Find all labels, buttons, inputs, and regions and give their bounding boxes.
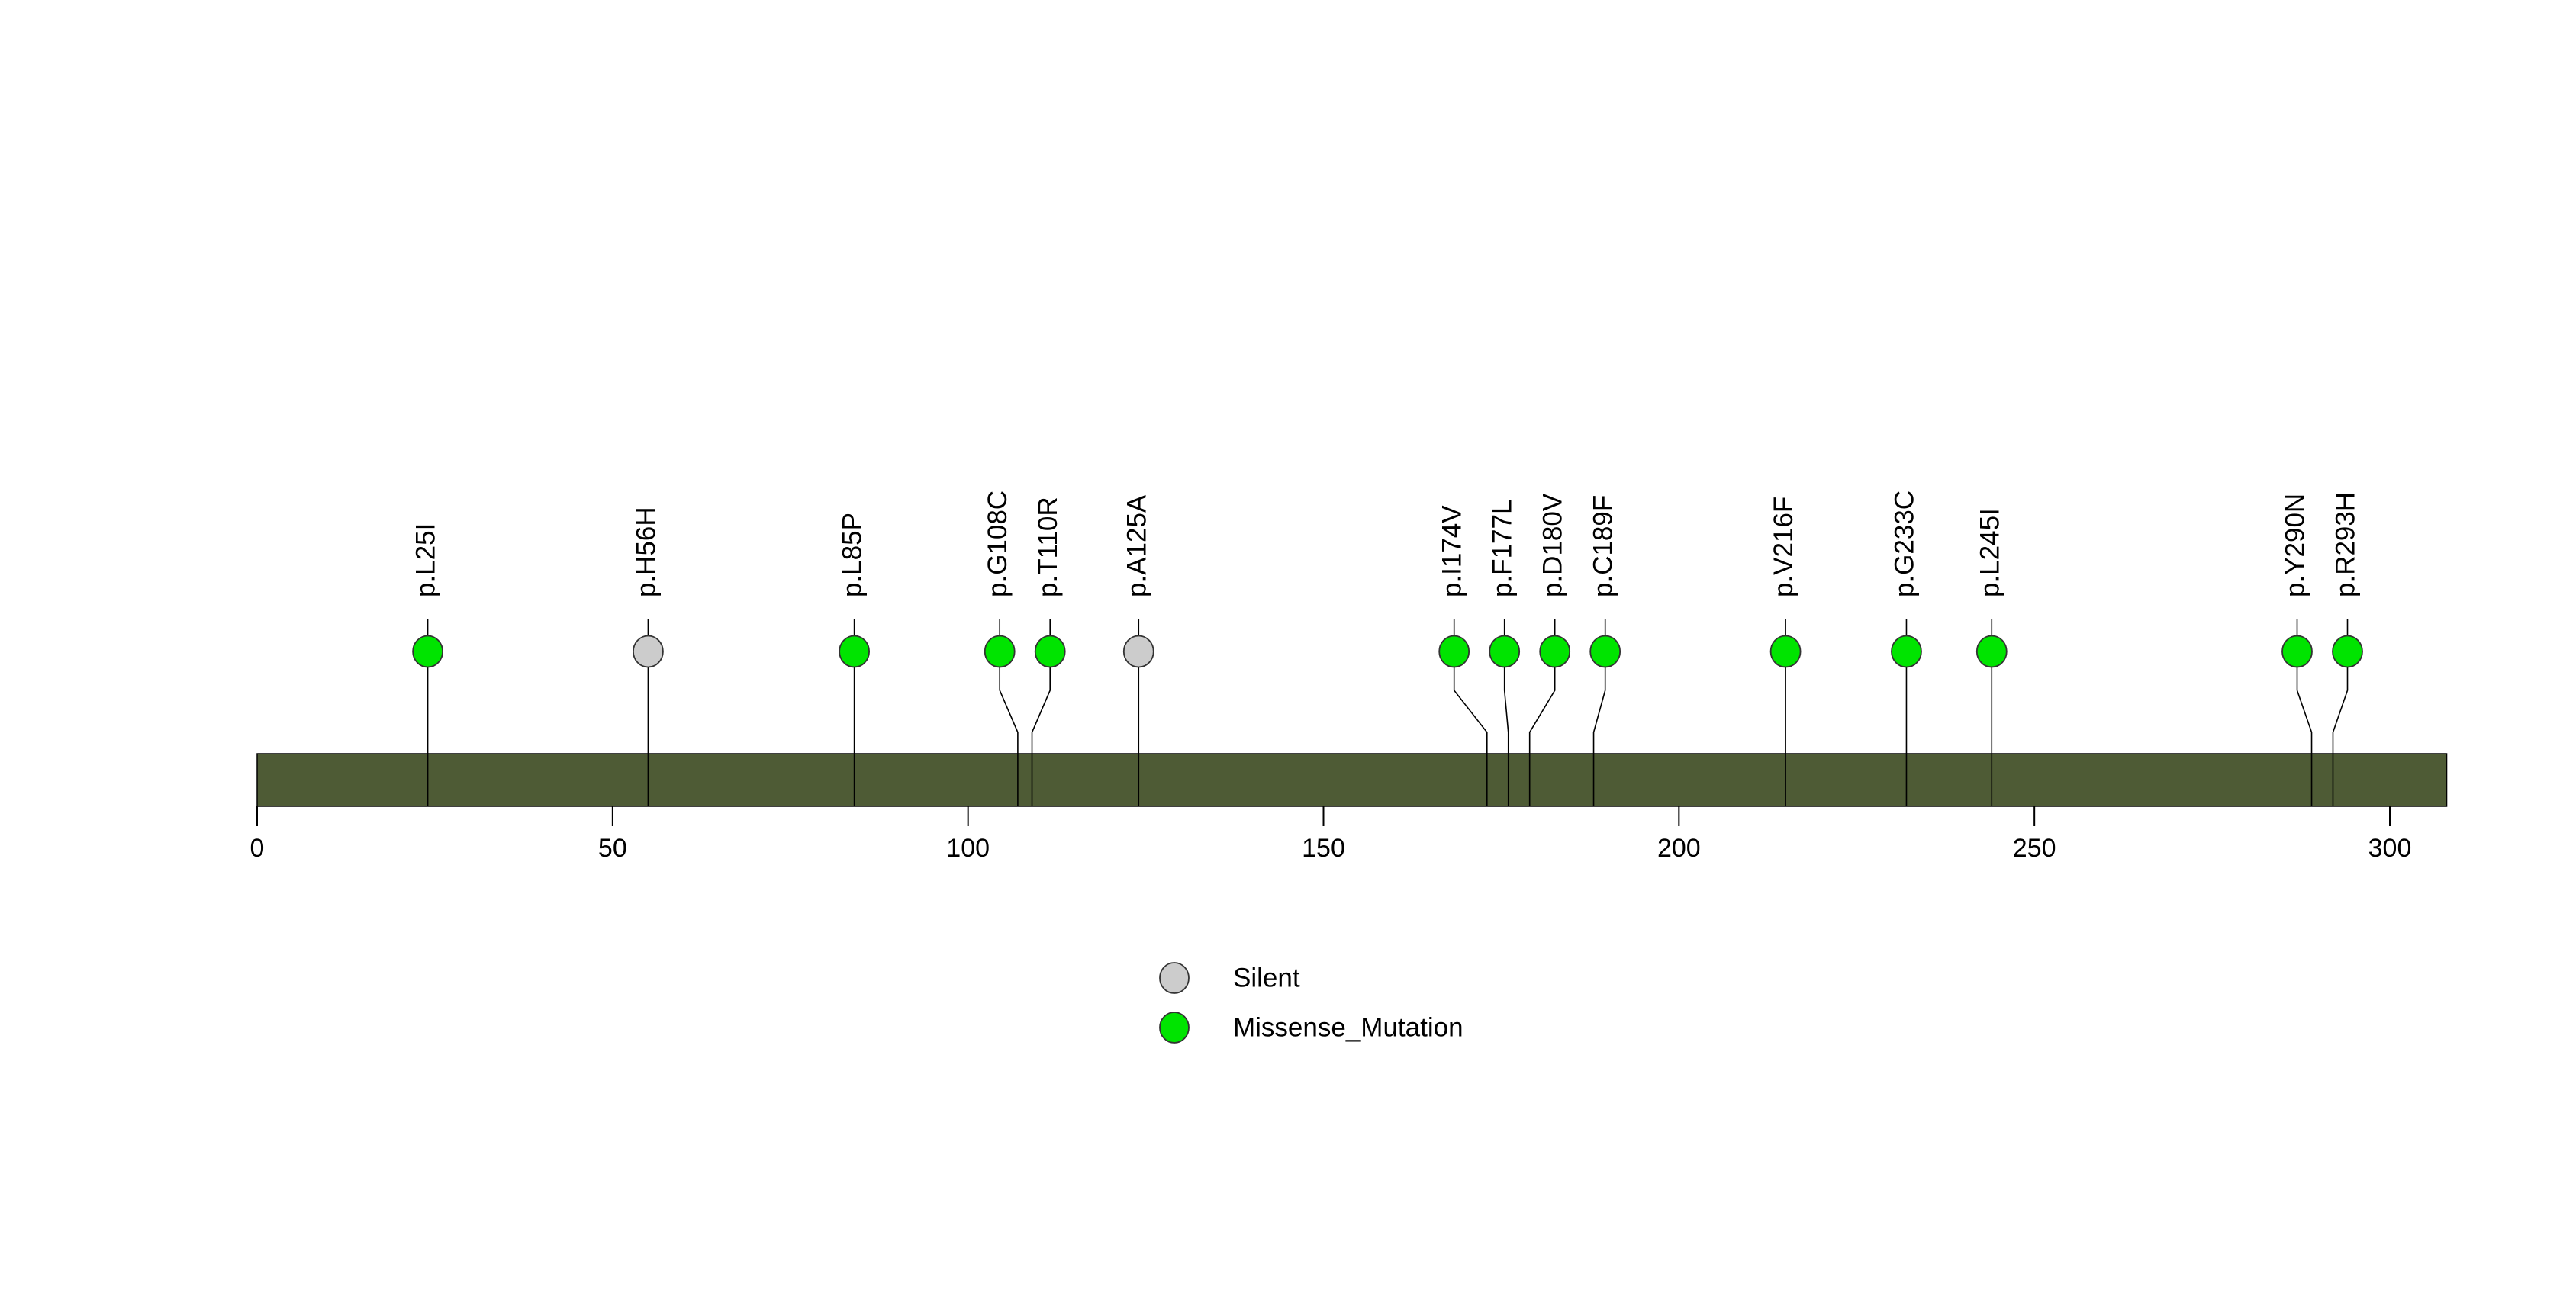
axis-tick-label: 250: [2013, 834, 2056, 863]
mutation-label: p.R293H: [2331, 492, 2361, 597]
legend: Silent Missense_Mutation: [1159, 962, 1463, 1044]
mutation-circle: [2281, 635, 2313, 668]
mutation-circle: [1891, 635, 1922, 668]
legend-missense-label: Missense_Mutation: [1233, 1013, 1463, 1043]
x-axis: 0 50 100 150 200 250 300: [250, 806, 2412, 863]
mutation-label: p.H56H: [631, 507, 661, 597]
mutation-label: p.V216F: [1769, 497, 1798, 597]
mutation-label: p.F177L: [1488, 500, 1518, 597]
mutation-circles-group: [412, 635, 2363, 668]
mutation-labels-group: p.L25I p.H56H p.L85P p.G108C p.T110R p.A125A p…: [411, 491, 2361, 597]
axis-tick-label: 50: [598, 834, 627, 863]
mutation-label: p.I174V: [1438, 505, 1467, 597]
mutation-circle: [412, 635, 444, 668]
mutation-label: p.Y290N: [2281, 494, 2310, 597]
mutation-circle: [1122, 635, 1154, 668]
axis-tick-label: 300: [2368, 834, 2412, 863]
mutation-circle: [839, 635, 871, 668]
mutation-label: p.G108C: [983, 491, 1013, 597]
mutation-label: p.D180V: [1538, 493, 1568, 597]
axis-tick-label: 0: [250, 834, 265, 863]
mutation-circle: [633, 635, 664, 668]
mutation-label: p.L85P: [838, 513, 868, 597]
axis-tick-label: 150: [1302, 834, 1345, 863]
mutation-label: p.L25I: [411, 523, 441, 597]
mutation-circle: [1539, 635, 1571, 668]
axis-tick-label: 200: [1657, 834, 1701, 863]
legend-missense-swatch: [1159, 1012, 1190, 1044]
legend-silent-swatch: [1159, 962, 1190, 994]
mutation-circle: [2332, 635, 2363, 668]
mutation-label: p.A125A: [1122, 494, 1151, 597]
mutation-circle: [1589, 635, 1621, 668]
axis-tick-label: 100: [946, 834, 990, 863]
mutation-label: p.C189F: [1589, 495, 1618, 597]
mutation-label: p.T110R: [1033, 497, 1063, 597]
mutation-label: p.G233C: [1889, 491, 1919, 597]
mutation-circle: [1975, 635, 2008, 668]
legend-silent-label: Silent: [1233, 963, 1300, 993]
mutation-circle: [1769, 635, 1802, 668]
mutation-circle: [1438, 635, 1470, 668]
mutation-circle: [1034, 635, 1066, 668]
protein-backbone-bar: [256, 753, 2448, 807]
mutation-circle: [984, 635, 1016, 668]
mutation-label: p.L245I: [1975, 508, 2004, 597]
mutation-circle: [1489, 635, 1521, 668]
